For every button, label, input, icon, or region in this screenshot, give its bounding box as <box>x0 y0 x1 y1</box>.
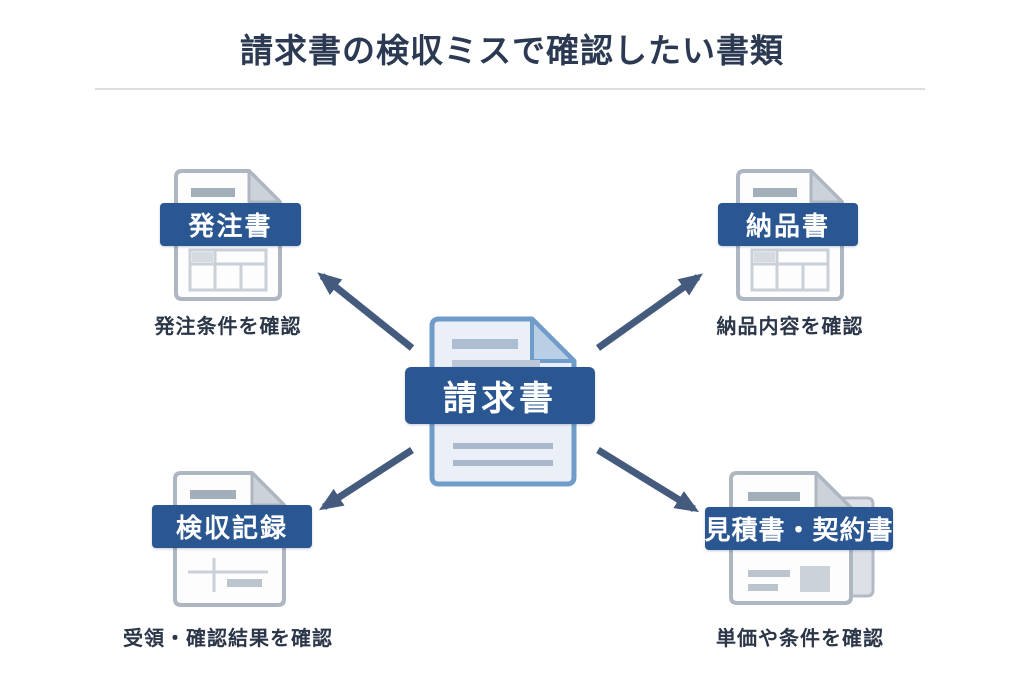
invoice-label-banner: 請求書 <box>405 367 595 424</box>
order-caption: 発注条件を確認 <box>154 316 302 338</box>
arrow-to-quote <box>596 447 700 513</box>
quote-label-banner: 見積書・契約書 <box>705 507 893 550</box>
order-label-banner: 発注書 <box>160 203 301 246</box>
arrow-to-inspection <box>318 447 414 511</box>
arrow-to-order <box>317 272 415 351</box>
delivery-label: 納品書 <box>745 211 830 241</box>
order-label: 発注書 <box>188 211 273 241</box>
arrow-to-delivery <box>595 273 703 351</box>
page-title: 請求書の検収ミスで確認したい書類 <box>240 32 784 69</box>
inspection-label: 検収記録 <box>175 513 288 543</box>
delivery-caption: 納品内容を確認 <box>716 316 864 338</box>
title-divider <box>95 88 925 90</box>
inspection-caption: 受領・確認結果を確認 <box>123 628 333 650</box>
inspection-label-banner: 検収記録 <box>152 505 312 548</box>
quote-caption: 単価や条件を確認 <box>716 628 884 650</box>
invoice-label: 請求書 <box>443 380 557 418</box>
quote-label: 見積書・契約書 <box>704 515 894 545</box>
delivery-label-banner: 納品書 <box>718 203 858 246</box>
